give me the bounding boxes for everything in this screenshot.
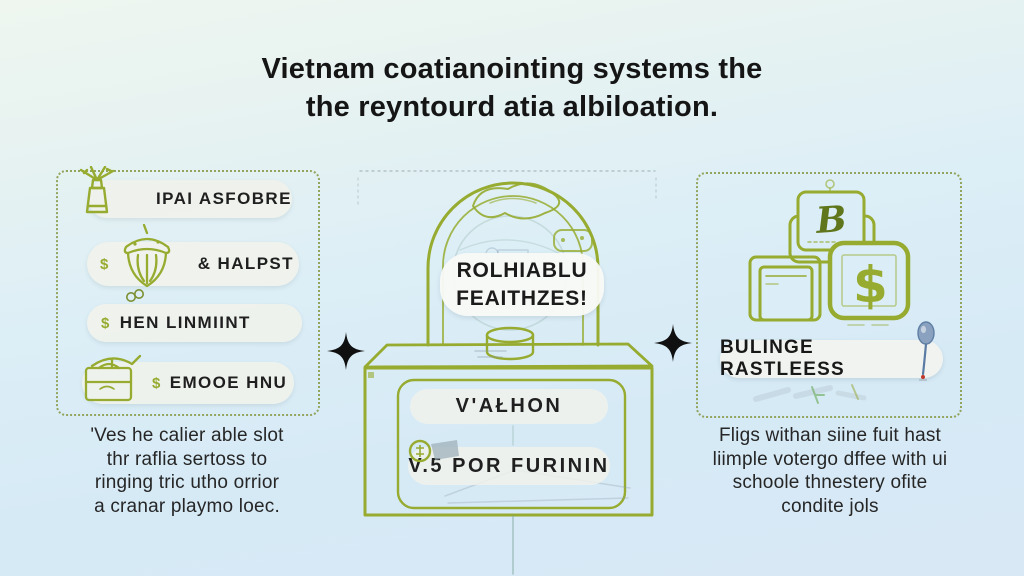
right-badge: BULINGE RASTLEESS: [720, 337, 943, 380]
right-caption: Fligs withan siine fuit hast liimple vot…: [712, 425, 948, 517]
dollar-sign-icon: $: [152, 374, 162, 392]
feature-pill-2: $ & HALPST: [87, 242, 299, 286]
coin-flag-icon: [405, 436, 465, 466]
coins-icon: [124, 288, 146, 304]
svg-text:B: B: [814, 198, 848, 242]
feature-label-2: & HALPST: [197, 254, 294, 273]
svg-text:$: $: [853, 256, 888, 314]
billing-documents-icon: B $: [742, 178, 914, 330]
machine-label-top: V'AŁHON: [410, 389, 608, 424]
satchel-icon: [82, 352, 142, 406]
acorn-icon: [114, 224, 180, 292]
feature-pill-3: $ HEN LINMIINT: [87, 304, 302, 342]
left-caption: 'Ves he calier able slot thr raflia sert…: [90, 425, 284, 517]
machine-illustration: [330, 158, 700, 576]
microphone-icon: [913, 321, 939, 383]
feature-pill-1: IPAI ASFOBRE: [88, 180, 292, 218]
feature-label-4: EMOOE HNU: [169, 373, 288, 392]
feature-label-1: IPAI ASFOBRE: [156, 189, 292, 208]
sparkle-icon: [653, 323, 693, 363]
dollar-sign-icon: $: [101, 314, 111, 332]
center-badge: ROLHIABLU FEAITHZES!: [440, 253, 604, 316]
sparkle-icon: [326, 331, 366, 371]
left-feature-panel: IPAI ASFOBRE $ & HALPST: [56, 166, 320, 416]
right-feature-panel: [696, 172, 962, 418]
feature-label-3: HEN LINMIINT: [119, 313, 251, 332]
dollar-sign-icon: $: [100, 255, 110, 273]
trophy-icon: [74, 166, 120, 222]
decorative-scribbles: [752, 383, 882, 407]
page-title: Vietnam coatianointing systems the the r…: [261, 53, 763, 124]
